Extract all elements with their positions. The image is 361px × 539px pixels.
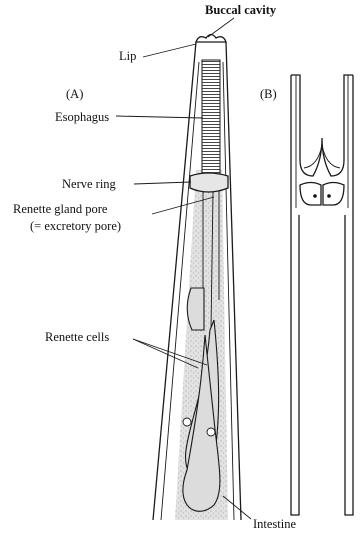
- gland-loop-left: [300, 183, 321, 206]
- panel-a-label: (A): [66, 87, 83, 101]
- label-lip: Lip: [119, 49, 136, 63]
- esophagus: [202, 60, 220, 175]
- renette-cell-nucleus-1: [183, 418, 191, 426]
- renette-cell-nucleus-2: [207, 428, 215, 436]
- leader-lip: [143, 44, 196, 57]
- tube-left-top: [291, 75, 300, 160]
- label-renette-cells: Renette cells: [45, 330, 109, 344]
- gland-loop-right: [323, 183, 344, 206]
- esophageal-bulb: [187, 288, 204, 330]
- panel-b: (B): [260, 75, 353, 515]
- panel-a: (A) Buccal cavity Lip: [13, 3, 296, 531]
- label-intestine: Intestine: [253, 517, 296, 531]
- label-renette-gland-pore: Renette gland pore: [13, 202, 108, 216]
- nerve-ring: [190, 173, 228, 192]
- label-esophagus: Esophagus: [55, 110, 109, 124]
- tube-right-top: [344, 75, 353, 160]
- label-nerve-ring: Nerve ring: [62, 177, 117, 191]
- label-excretory-pore-note: (= excretory pore): [30, 219, 121, 233]
- label-buccal-cavity: Buccal cavity: [205, 3, 277, 17]
- gland-nucleus-left: [313, 194, 317, 198]
- panel-b-label: (B): [260, 87, 277, 101]
- central-duct: [300, 138, 344, 176]
- leader-buccal-cavity: [208, 18, 234, 37]
- tube-left-outer: [291, 75, 299, 515]
- gland-nucleus-right: [327, 194, 331, 198]
- leader-nerve-ring: [134, 182, 191, 184]
- tube-right-outer: [345, 75, 353, 515]
- lip: [196, 35, 226, 43]
